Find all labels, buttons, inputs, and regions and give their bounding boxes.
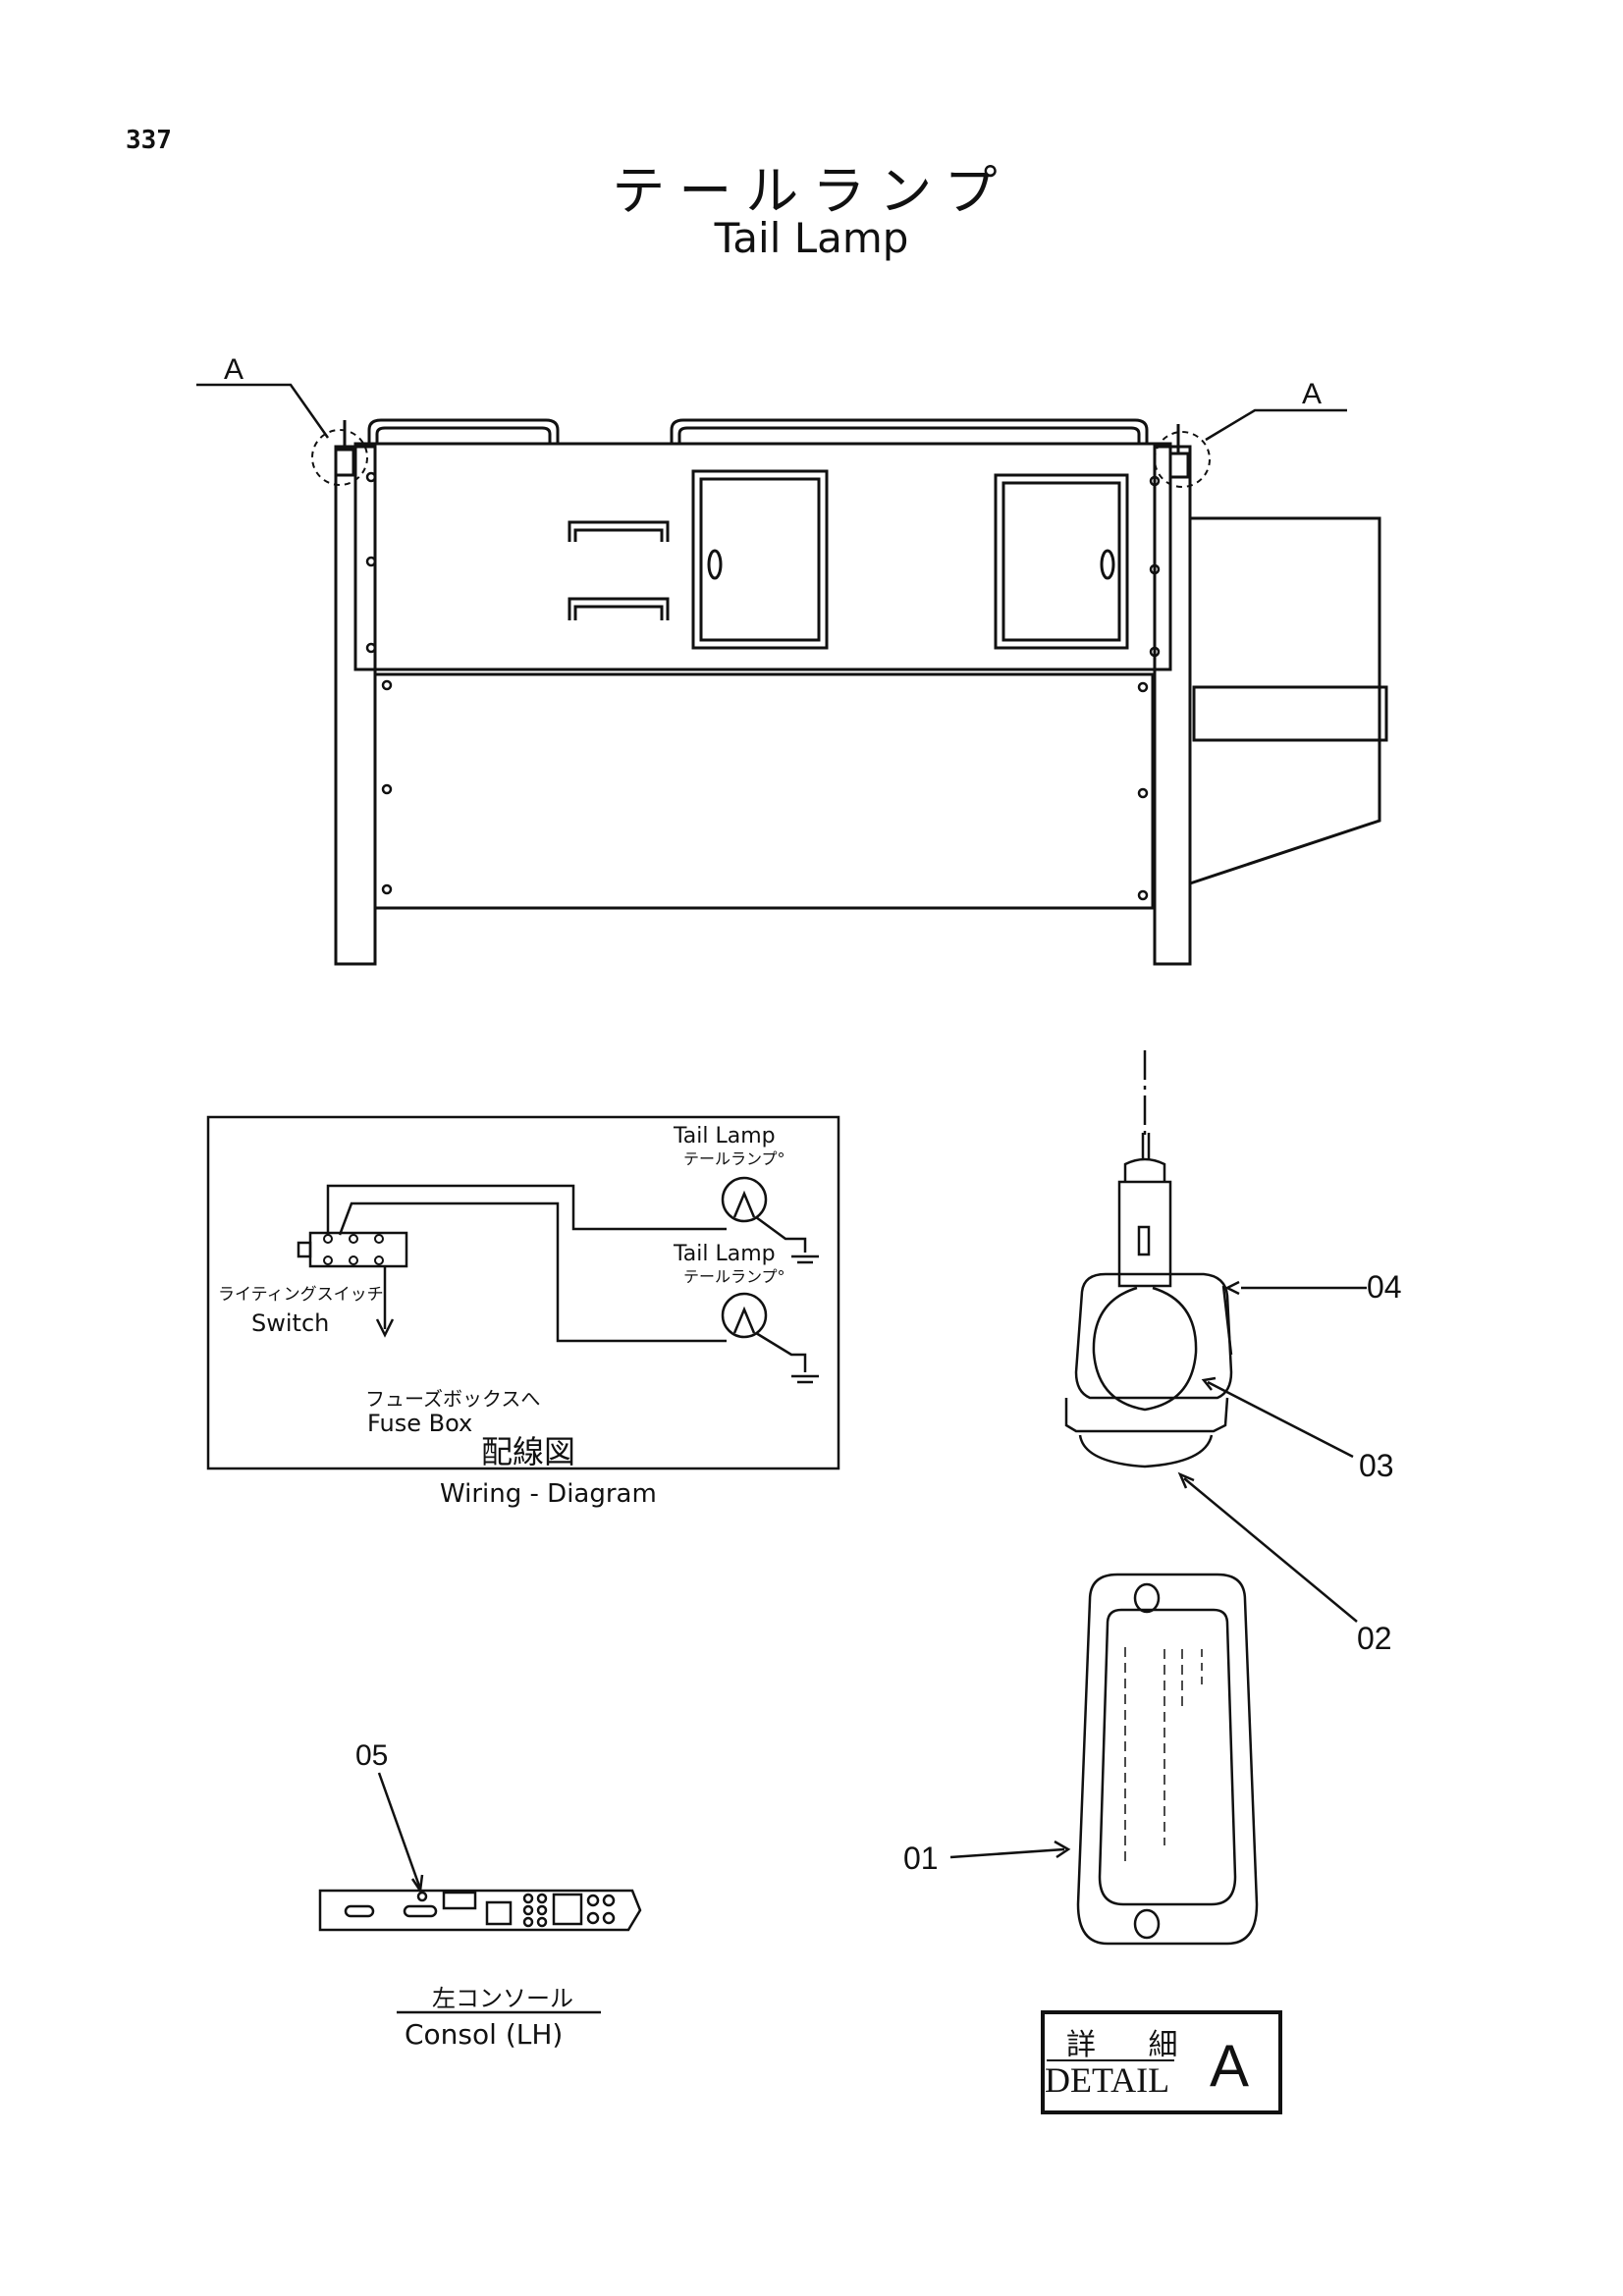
wiring-tail-lamp-upper-label-ja: テールランプ° bbox=[683, 1149, 785, 1168]
detail-label-rule bbox=[1047, 2059, 1174, 2061]
wiring-tail-lamp-lower-label: Tail Lamp bbox=[673, 1242, 776, 1266]
wiring-diagram bbox=[206, 1115, 840, 1470]
page-number: 337 bbox=[126, 126, 172, 155]
part-callout-01: 01 bbox=[903, 1841, 939, 1876]
lamp-lens-front-view bbox=[949, 1573, 1259, 1946]
detail-label: DETAIL bbox=[1045, 2060, 1170, 2100]
wiring-fuse-label: Fuse Box bbox=[367, 1410, 472, 1437]
part-callout-03: 03 bbox=[1359, 1448, 1394, 1483]
part-callout-04: 04 bbox=[1367, 1269, 1402, 1305]
page-title: Tail Lamp bbox=[714, 214, 909, 262]
view-marker-left: A bbox=[224, 353, 243, 386]
page-title-japanese: テールランプ bbox=[612, 160, 1011, 222]
machine-rear-view bbox=[196, 383, 1388, 966]
console-part-05: 05 bbox=[355, 1739, 388, 1772]
wiring-caption-ja: 配線図 bbox=[481, 1433, 575, 1470]
console-lh bbox=[318, 1772, 642, 2014]
detail-a-label-box bbox=[1041, 2010, 1282, 2114]
wiring-tail-lamp-upper-label: Tail Lamp bbox=[673, 1124, 776, 1148]
wiring-switch-label: Switch bbox=[251, 1309, 329, 1337]
console-caption-ja: 左コンソール bbox=[432, 1985, 573, 2012]
detail-label-ja: 詳 細 bbox=[1066, 2028, 1200, 2062]
view-marker-right: A bbox=[1302, 378, 1322, 410]
detail-a-lamp-section bbox=[1064, 1050, 1367, 1623]
wiring-fuse-label-ja: フューズボックスへ bbox=[365, 1387, 540, 1411]
wiring-caption: Wiring - Diagram bbox=[440, 1479, 657, 1509]
wiring-tail-lamp-lower-label-ja: テールランプ° bbox=[683, 1267, 785, 1286]
wiring-switch-label-ja: ライティングスイッチ bbox=[218, 1285, 384, 1305]
detail-letter: A bbox=[1210, 2033, 1250, 2099]
part-callout-02: 02 bbox=[1357, 1621, 1392, 1656]
console-caption: Consol (LH) bbox=[405, 2018, 563, 2051]
